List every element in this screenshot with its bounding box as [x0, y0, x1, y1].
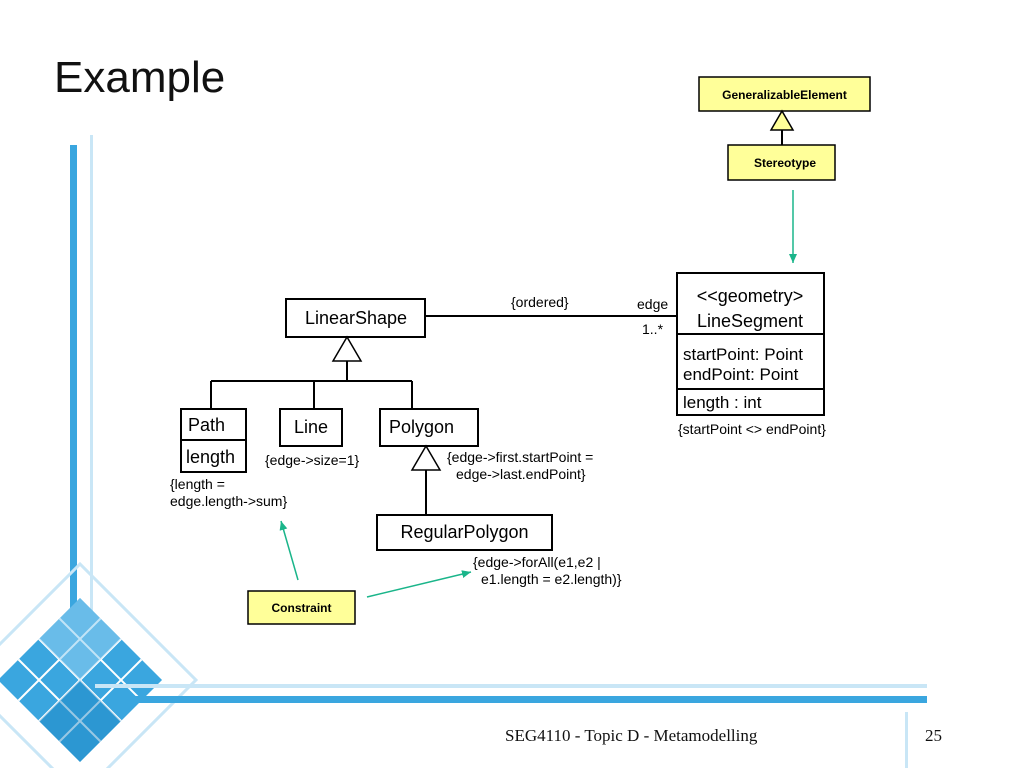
decor-cube: [0, 561, 199, 768]
line-constraint: {edge->size=1}: [265, 452, 360, 468]
constraint-arrow-to-regular: [366, 570, 472, 598]
generalizable-element-label: GeneralizableElement: [722, 88, 847, 102]
decor-footer-bars: [95, 684, 927, 768]
stereotype-box: Stereotype: [727, 144, 836, 181]
path-constraint-line1: {length =: [170, 476, 225, 492]
path-length-attr: length: [186, 447, 235, 467]
slide-title: Example: [54, 53, 226, 102]
polygon-class: Polygon: [379, 408, 479, 447]
polygon-constraint-line2: edge->last.endPoint}: [456, 466, 586, 482]
linear-shape-class: LinearShape: [285, 298, 426, 338]
linear-shape-generalization: [210, 335, 413, 409]
decor-left-bars: [70, 135, 93, 690]
stereotype-label: Stereotype: [754, 156, 816, 170]
regular-constraint-line2: e1.length = e2.length)}: [481, 571, 622, 587]
line-segment-stereotype: <<geometry>: [697, 286, 804, 306]
path-name: Path: [188, 415, 225, 435]
constraint-box: Constraint: [247, 590, 356, 625]
constraint-label: Constraint: [272, 601, 332, 615]
line-segment-end-point: endPoint: Point: [683, 365, 799, 384]
association-multiplicity: 1..*: [642, 321, 664, 337]
regular-constraint-line1: {edge->forAll(e1,e2 |: [473, 554, 601, 570]
line-segment-name: LineSegment: [697, 311, 803, 331]
constraint-arrow-to-path: [279, 520, 299, 581]
association-ordered: {ordered}: [511, 294, 569, 310]
regular-polygon-name: RegularPolygon: [400, 522, 528, 542]
line-segment-start-point: startPoint: Point: [683, 345, 803, 364]
association-role: edge: [637, 296, 668, 312]
generalizable-element-box: GeneralizableElement: [698, 76, 871, 112]
page-number: 25: [925, 726, 942, 745]
line-segment-length-op: length : int: [683, 393, 762, 412]
path-class: Path length: [180, 408, 247, 473]
segment-constraint: {startPoint <> endPoint}: [678, 421, 826, 437]
polygon-name: Polygon: [389, 417, 454, 437]
polygon-generalization: [410, 444, 442, 515]
stereotype-generalization: [769, 109, 795, 145]
line-name: Line: [294, 417, 328, 437]
regular-polygon-class: RegularPolygon: [376, 514, 553, 551]
line-class: Line: [279, 408, 343, 447]
linear-shape-name: LinearShape: [305, 308, 407, 328]
line-segment-class: <<geometry> LineSegment startPoint: Poin…: [676, 272, 825, 416]
polygon-constraint-line1: {edge->first.startPoint =: [447, 449, 593, 465]
path-constraint-line2: edge.length->sum}: [170, 493, 287, 509]
footer-course-title: SEG4110 - Topic D - Metamodelling: [505, 726, 758, 745]
